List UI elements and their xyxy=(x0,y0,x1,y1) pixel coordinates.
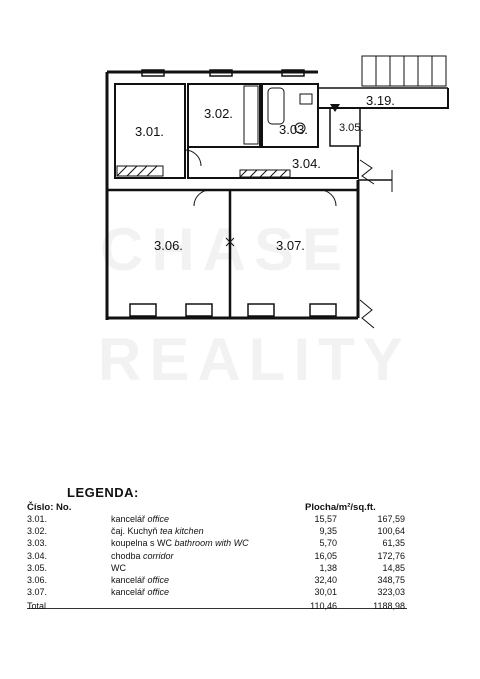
legend-room-name: chodba corridor xyxy=(111,551,174,562)
legend-room-no: 3.03. xyxy=(27,538,48,549)
room-label-3-05: 3.05. xyxy=(339,122,364,134)
legend-room-sqft: 167,59 xyxy=(377,514,405,524)
room-3-03 xyxy=(261,83,319,148)
legend-room-sqft: 172,76 xyxy=(377,550,405,561)
legend-room-name: koupelna s WC bathroom with WC xyxy=(111,538,249,549)
legend-room-no: 3.05. xyxy=(27,562,48,573)
legend-room-sqft: 348,75 xyxy=(377,575,405,585)
legend-room-m2: 32,40 xyxy=(314,575,337,585)
legend-row: 3.01. kancelář office 15,57 167,59 xyxy=(27,514,407,525)
legend-col-area: Plocha/m²/sq.ft. xyxy=(305,502,376,513)
room-3-02 xyxy=(187,83,261,148)
legend-room-m2: 30,01 xyxy=(314,587,337,598)
legend-row: 3.02. čaj. Kuchyň tea kitchen 9,35 100,64 xyxy=(27,526,407,537)
room-label-3-19: 3.19. xyxy=(366,93,395,108)
legend-name-cz: čaj. Kuchyň xyxy=(111,526,158,537)
radiator-corridor xyxy=(239,169,291,178)
total-divider xyxy=(27,608,407,609)
door-3-06 xyxy=(193,189,211,207)
legend-row: 3.06. kancelář office 32,40 348,75 xyxy=(27,575,407,586)
arrow-marker xyxy=(330,104,340,112)
bathtub xyxy=(267,87,285,125)
legend-room-m2: 9,35 xyxy=(319,526,337,537)
legend-col-no: Číslo: No. xyxy=(27,502,72,513)
total-m2: 110,46 xyxy=(310,601,337,611)
door-3-07 xyxy=(319,189,337,207)
legend-room-name: čaj. Kuchyň tea kitchen xyxy=(111,526,204,537)
room-label-3-01: 3.01. xyxy=(135,124,164,139)
legend-room-name: WC xyxy=(111,563,126,574)
window-bottom-4 xyxy=(309,303,337,317)
legend-room-m2: 15,57 xyxy=(314,514,337,524)
window-bottom-3 xyxy=(247,303,275,317)
legend-name-en: office xyxy=(147,575,170,585)
legend-room-no: 3.06. xyxy=(27,575,48,585)
legend-name-cz: WC xyxy=(111,562,126,573)
legend-room-name: kancelář office xyxy=(111,514,169,525)
room-label-3-02: 3.02. xyxy=(204,106,233,121)
watermark-line-2: REALITY xyxy=(98,326,411,393)
legend-room-sqft: 100,64 xyxy=(377,526,405,537)
window-bottom-2 xyxy=(185,303,213,317)
legend-row: 3.05. WC 1,38 14,85 xyxy=(27,563,407,574)
window-bottom-1 xyxy=(129,303,157,317)
legend-name-cz: koupelna s WC xyxy=(111,538,173,549)
floor-plan: CHASE REALITY xyxy=(98,55,449,393)
legend-name-cz: kancelář xyxy=(111,514,146,524)
legend-total-row: Total 110,46 1188,98 xyxy=(27,601,407,612)
legend-room-no: 3.04. xyxy=(27,550,48,561)
legend-room-sqft: 61,35 xyxy=(382,538,405,549)
room-3-05 xyxy=(329,107,361,147)
room-3-01 xyxy=(114,83,186,179)
legend-room-name: kancelář office xyxy=(111,575,169,586)
room-label-3-03: 3.03. xyxy=(279,122,308,137)
legend-room-m2: 16,05 xyxy=(314,550,337,561)
legend-room-no: 3.07. xyxy=(27,587,48,598)
room-label-3-07: 3.07. xyxy=(276,238,305,253)
legend-name-en: office xyxy=(147,587,170,598)
radiator-3-01 xyxy=(116,165,164,177)
total-sqft: 1188,98 xyxy=(373,601,405,611)
legend-name-en: office xyxy=(147,514,170,524)
room-label-3-04: 3.04. xyxy=(292,156,321,171)
toilet xyxy=(294,122,306,134)
legend-room-no: 3.02. xyxy=(27,526,48,537)
legend-name-en: corridor xyxy=(143,550,174,561)
room-3-04 xyxy=(187,146,359,179)
legend-room-name: kancelář office xyxy=(111,587,169,598)
legend-title: LEGENDA: xyxy=(67,485,139,500)
sink xyxy=(299,93,313,105)
room-label-3-06: 3.06. xyxy=(154,238,183,253)
legend-room-sqft: 14,85 xyxy=(382,562,405,573)
legend-room-no: 3.01. xyxy=(27,514,48,524)
watermark-line-1: CHASE xyxy=(100,216,350,283)
legend-row: 3.03. koupelna s WC bathroom with WC 5,70 6… xyxy=(27,538,407,549)
total-label: Total xyxy=(27,601,47,611)
legend-room-m2: 1,38 xyxy=(319,562,337,573)
break-line-2 xyxy=(359,299,375,329)
legend-name-cz: kancelář xyxy=(111,587,146,598)
window-top-2 xyxy=(209,69,233,77)
legend-row: 3.07. kancelář office 30,01 323,03 xyxy=(27,587,407,598)
door-3-01 xyxy=(184,149,202,167)
kitchen-counter xyxy=(243,85,259,145)
window-top-3 xyxy=(281,69,305,77)
legend-name-cz: kancelář xyxy=(111,575,146,585)
legend-room-sqft: 323,03 xyxy=(377,587,405,598)
legend-name-cz: chodba xyxy=(111,550,141,561)
legend-room-m2: 5,70 xyxy=(319,538,337,549)
legend-name-en: tea kitchen xyxy=(160,526,204,537)
window-top-1 xyxy=(141,69,165,77)
legend-name-en: bathroom with WC xyxy=(174,538,249,549)
legend-row: 3.04. chodba corridor 16,05 172,76 xyxy=(27,551,407,562)
